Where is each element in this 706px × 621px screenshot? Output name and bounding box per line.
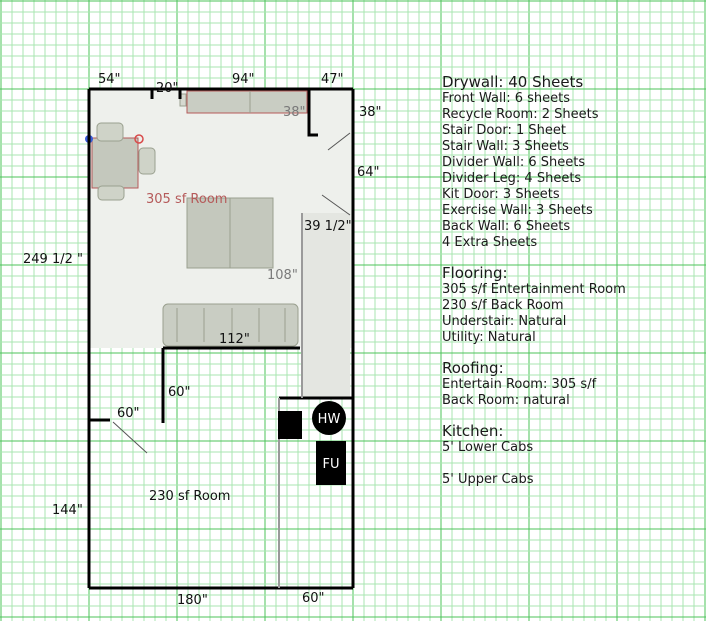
ottoman-pair: [186, 197, 274, 269]
drywall-line: Divider Leg: 4 Sheets: [442, 171, 582, 186]
utility-box: [278, 411, 302, 439]
drywall-line: Back Wall: 6 Sheets: [442, 219, 571, 234]
entertainment-room-label: 305 sf Room: [146, 192, 228, 207]
kitchen-section: Kitchen: 5' Lower Cabs 5' Upper Cabs: [442, 423, 702, 488]
dim-inner-38: 38": [283, 105, 306, 120]
roofing-title: Roofing:: [442, 359, 504, 377]
dim-stair-39-half: 39 1/2": [304, 219, 352, 234]
dim-top-54: 54": [98, 72, 121, 87]
sofa: [162, 303, 299, 347]
drywall-line: Recycle Room: 2 Sheets: [442, 107, 599, 122]
dim-door-60-left: 60": [117, 406, 140, 421]
drywall-line: Stair Wall: 3 Sheets: [442, 139, 569, 154]
flooring-line: Utility: Natural: [442, 330, 536, 345]
kitchen-line: 5' Lower Cabs: [442, 440, 534, 455]
drywall-line: Kit Door: 3 Sheets: [442, 187, 560, 202]
drywall-line: Front Wall: 6 sheets: [442, 91, 571, 106]
kitchen-line: [442, 456, 702, 472]
dim-right-38: 38": [359, 105, 382, 120]
roofing-line: Back Room: natural: [442, 393, 570, 408]
water-heater: [312, 401, 346, 435]
drywall-line: Divider Wall: 6 Sheets: [442, 155, 586, 170]
drywall-title: Drywall: 40 Sheets: [442, 73, 584, 91]
dim-bottom-180: 180": [177, 593, 208, 608]
dim-left-249-half: 249 1/2 ": [23, 252, 83, 267]
drywall-line: Stair Door: 1 Sheet: [442, 123, 566, 138]
furnace: [316, 441, 346, 485]
dim-top-94: 94": [232, 72, 255, 87]
kitchen-title: Kitchen:: [442, 422, 504, 440]
drywall-line: 4 Extra Sheets: [442, 235, 538, 250]
walls: [87, 87, 355, 590]
dim-divider-112: 112": [219, 332, 250, 347]
wall-cabinets: [179, 90, 308, 114]
back-room-label: 230 sf Room: [149, 489, 231, 504]
furnace-label: FU: [323, 457, 340, 472]
dim-top-20: 20": [156, 81, 179, 96]
roofing-line: Entertain Room: 305 s/f: [442, 377, 597, 392]
drywall-line: Exercise Wall: 3 Sheets: [442, 203, 593, 218]
door-swings: [112, 132, 351, 454]
flooring-line: 230 s/f Back Room: [442, 298, 564, 313]
kitchen-line: 5' Upper Cabs: [442, 472, 534, 487]
stair-floor: [302, 213, 350, 398]
flooring-line: Understair: Natural: [442, 314, 567, 329]
flooring-title: Flooring:: [442, 264, 508, 282]
flooring-line: 305 s/f Entertainment Room: [442, 282, 626, 297]
dim-right-64: 64": [357, 165, 380, 180]
dim-bottom-60: 60": [302, 591, 325, 606]
dim-door-60-upper: 60": [168, 385, 191, 400]
water-heater-label: HW: [318, 412, 341, 427]
desk-and-chairs: [85, 122, 156, 201]
dim-left-144: 144": [52, 503, 83, 518]
dim-stair-108: 108": [267, 268, 298, 283]
dim-top-47: 47": [321, 72, 344, 87]
